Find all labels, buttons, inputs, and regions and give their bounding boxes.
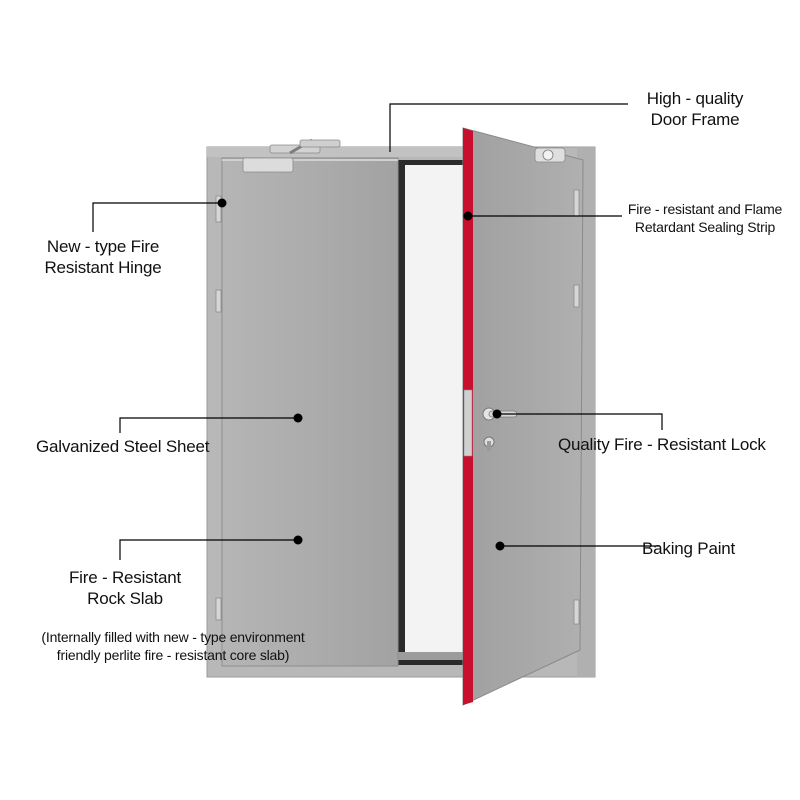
label-core-note: (Internally filled with new - type envir… — [8, 628, 338, 664]
leader-steel-sheet — [119, 417, 298, 433]
door-closer-left-icon — [242, 138, 341, 173]
label-hinge-line1: New - type Fire — [46, 237, 160, 256]
dot-lock — [492, 409, 502, 419]
leader-dots — [217, 198, 505, 551]
door-closer-right-icon — [534, 147, 566, 163]
label-lock: Quality Fire - Resistant Lock — [558, 435, 766, 454]
label-sealing-strip-line2: Retardant Sealing Strip — [634, 219, 776, 235]
leader-lines — [92, 103, 663, 560]
hinge-top-left — [215, 195, 222, 223]
label-door-frame-line2: Door Frame — [650, 110, 740, 129]
dot-steel-sheet — [293, 413, 303, 423]
label-door-frame-line1: High - quality — [646, 89, 744, 108]
label-steel-sheet: Galvanized Steel Sheet — [36, 437, 210, 456]
hinge-bottom-left — [215, 597, 222, 621]
label-rock-slab-line2: Rock Slab — [87, 589, 163, 608]
label-sealing-strip: Fire - resistant and Flame Retardant Sea… — [610, 200, 800, 236]
label-hinge: New - type Fire Resistant Hinge — [28, 236, 178, 278]
hinge-mid-right — [573, 284, 580, 308]
hinge-bottom-right — [573, 599, 580, 625]
dot-sealing-strip — [463, 211, 473, 221]
leader-lock — [497, 413, 663, 430]
right-door-leaf — [462, 127, 584, 706]
leader-hinge — [92, 202, 222, 232]
dot-baking-paint — [495, 541, 505, 551]
label-sealing-strip-line1: Fire - resistant and Flame — [627, 201, 783, 217]
left-door-leaf — [215, 138, 399, 667]
leader-door-frame — [389, 103, 628, 152]
label-core-note-line2: friendly perlite fire - resistant core s… — [56, 647, 290, 663]
label-rock-slab-line1: Fire - Resistant — [68, 568, 182, 587]
hinge-mid-left — [215, 289, 222, 313]
dot-hinge — [217, 198, 227, 208]
dot-rock-slab — [293, 535, 303, 545]
label-door-frame: High - quality Door Frame — [630, 88, 760, 130]
label-core-note-line1: (Internally filled with new - type envir… — [41, 629, 305, 645]
leader-rock-slab — [119, 539, 298, 560]
hinge-top-right — [573, 189, 580, 217]
label-hinge-line2: Resistant Hinge — [44, 258, 162, 277]
label-rock-slab: Fire - Resistant Rock Slab — [50, 567, 200, 609]
label-baking-paint: Baking Paint — [642, 539, 736, 558]
